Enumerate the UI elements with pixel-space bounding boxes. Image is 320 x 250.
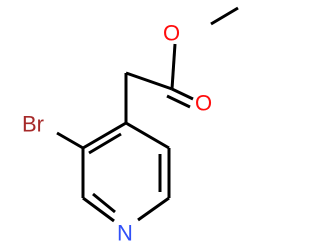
- bond-carbonyl-double-b: [166, 94, 191, 109]
- atom-label-nitrogen: N: [117, 221, 133, 246]
- ring-bond-c4-c3-inner: [88, 132, 122, 155]
- bond-carbonyl-double-a: [171, 87, 194, 101]
- ring-bond-c2-n: [82, 196, 115, 223]
- bond-methyl-oxygen: [210, 6, 239, 26]
- atom-label-bromine: Br: [22, 112, 44, 137]
- ring-bond-c2-n-inner: [92, 192, 116, 214]
- bond-carbonyl-ch2: [125, 71, 173, 91]
- ring-bond-n-c6: [137, 196, 170, 222]
- bond-ring-bromine: [56, 131, 84, 150]
- ring-bond-c5-c4: [125, 121, 170, 150]
- atom-label-oxygen-carbonyl: O: [195, 91, 212, 116]
- ring-bond-c4-c3: [82, 121, 127, 150]
- atom-label-oxygen-ester: O: [163, 21, 180, 46]
- bond-oxygen-carbonyl-carbon: [170, 43, 177, 90]
- molecule-structure: O O Br N: [22, 6, 239, 246]
